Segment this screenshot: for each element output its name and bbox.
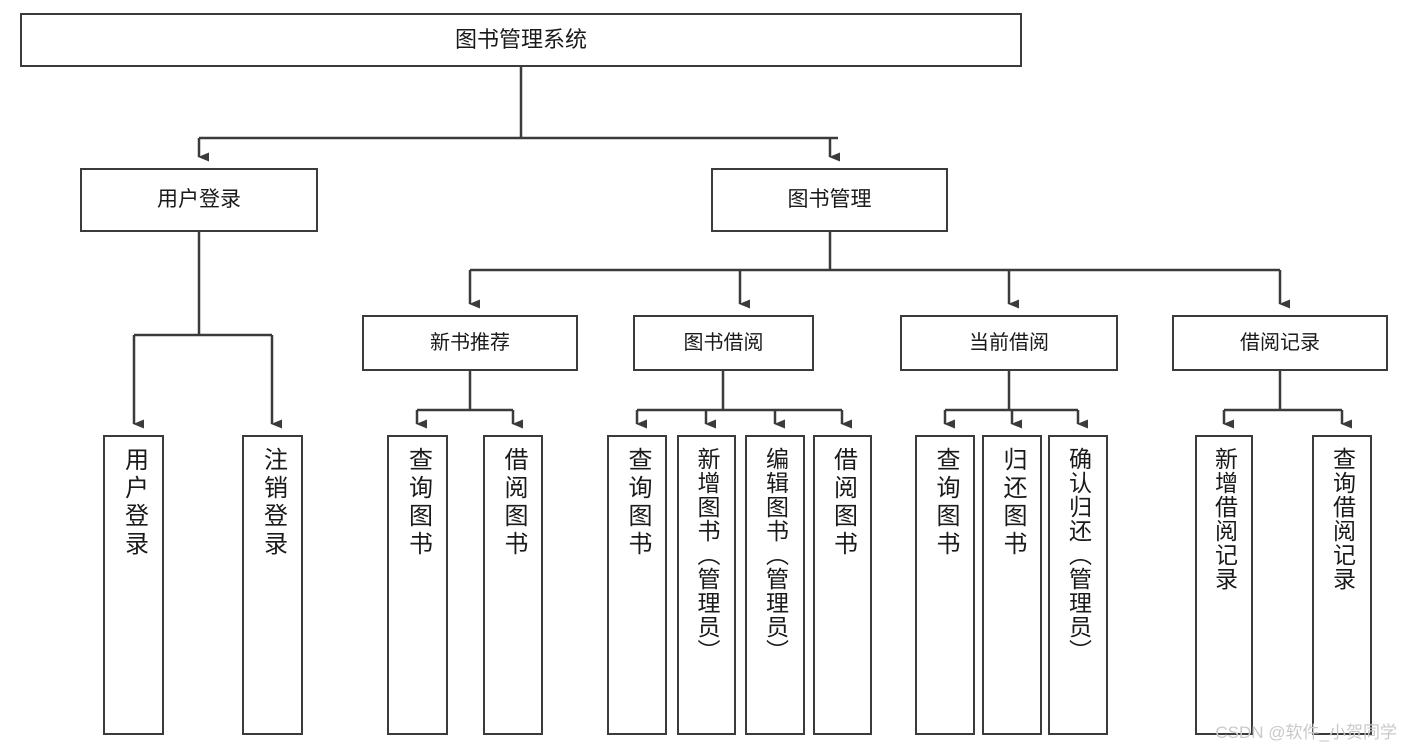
node-label: 查询图书 (932, 447, 959, 559)
node-label: 图书管理系统 (454, 26, 587, 52)
node-user-login[interactable]: 用户登录 (80, 168, 318, 232)
node-borrow-record[interactable]: 借阅记录 (1172, 315, 1388, 371)
leaf-query-borrow-record[interactable]: 查询借阅记录 (1312, 435, 1372, 735)
leaf-confirm-return-admin[interactable]: 确认归还（管理员） (1048, 435, 1108, 735)
node-label: 查询图书 (624, 447, 651, 559)
leaf-edit-book-admin[interactable]: 编辑图书（管理员） (745, 435, 805, 735)
leaf-borrow-book[interactable]: 借阅图书 (813, 435, 872, 735)
node-book-management[interactable]: 图书管理 (711, 168, 948, 232)
node-new-book-recommend[interactable]: 新书推荐 (362, 315, 578, 371)
node-label: 归还图书 (999, 447, 1026, 559)
leaf-query-book-current[interactable]: 查询图书 (915, 435, 975, 735)
node-label: 新增图书（管理员） (694, 447, 720, 663)
leaf-borrow-book-new[interactable]: 借阅图书 (483, 435, 543, 735)
node-book-borrow[interactable]: 图书借阅 (633, 315, 814, 371)
node-label: 借阅图书 (829, 447, 857, 559)
node-current-borrow[interactable]: 当前借阅 (900, 315, 1118, 371)
leaf-query-book-borrow[interactable]: 查询图书 (607, 435, 667, 735)
node-label: 借阅图书 (500, 447, 527, 559)
node-root-system[interactable]: 图书管理系统 (20, 13, 1022, 67)
node-label: 当前借阅 (969, 331, 1049, 354)
node-label: 图书借阅 (683, 331, 764, 354)
node-label: 新增借阅记录 (1211, 447, 1238, 591)
node-label: 借阅记录 (1240, 331, 1320, 354)
leaf-query-book-new[interactable]: 查询图书 (387, 435, 448, 735)
node-label: 查询借阅记录 (1329, 447, 1356, 591)
node-label: 注销登录 (259, 447, 287, 559)
node-label: 用户登录 (120, 447, 148, 559)
node-label: 图书管理 (787, 188, 872, 212)
node-label: 确认归还（管理员） (1065, 447, 1092, 663)
watermark: CSDN @软件_小贺同学 (1215, 723, 1397, 742)
leaf-add-borrow-record[interactable]: 新增借阅记录 (1195, 435, 1253, 735)
leaf-user-login[interactable]: 用户登录 (103, 435, 164, 735)
leaf-logout[interactable]: 注销登录 (242, 435, 303, 735)
node-label: 用户登录 (157, 188, 241, 212)
node-label: 编辑图书（管理员） (762, 447, 789, 663)
node-label: 新书推荐 (430, 331, 510, 354)
node-label: 查询图书 (404, 447, 432, 559)
leaf-add-book-admin[interactable]: 新增图书（管理员） (677, 435, 736, 735)
leaf-return-book[interactable]: 归还图书 (982, 435, 1042, 735)
